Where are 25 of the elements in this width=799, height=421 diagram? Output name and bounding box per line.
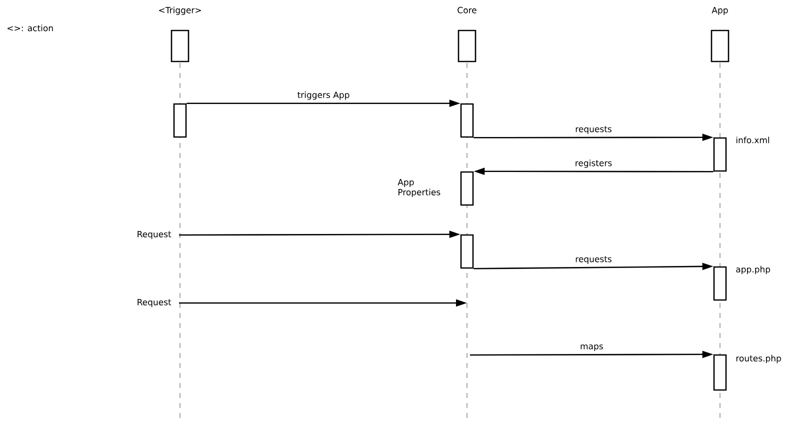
activation-box — [460, 171, 474, 206]
lifeline-head: Core — [458, 6, 476, 62]
message-label: Request — [138, 231, 172, 239]
activation-box — [713, 137, 727, 172]
lifeline-head: <Trigger> — [159, 6, 201, 62]
message-label: Request — [138, 299, 172, 307]
node-label: <Trigger> — [159, 6, 201, 15]
edge-label: requests — [576, 256, 612, 264]
file-label: App Properties — [398, 179, 440, 197]
edge-label: triggers App — [298, 91, 350, 100]
node-label: App — [712, 7, 728, 15]
edge-label: maps — [580, 344, 603, 352]
file-label: app.php — [736, 266, 770, 274]
node-label: Core — [458, 6, 476, 14]
activation-box — [713, 266, 727, 301]
activation-box — [460, 103, 474, 138]
activation-box — [713, 354, 727, 391]
edge-label: requests — [576, 126, 612, 134]
file-label: routes.php — [736, 354, 781, 364]
file-label: info.xml — [736, 136, 770, 144]
note: <>: action — [8, 24, 53, 32]
lifeline-head: App — [710, 7, 730, 62]
activation-box — [173, 103, 187, 138]
edge-label: registers — [576, 160, 612, 168]
activation-box — [460, 234, 474, 269]
